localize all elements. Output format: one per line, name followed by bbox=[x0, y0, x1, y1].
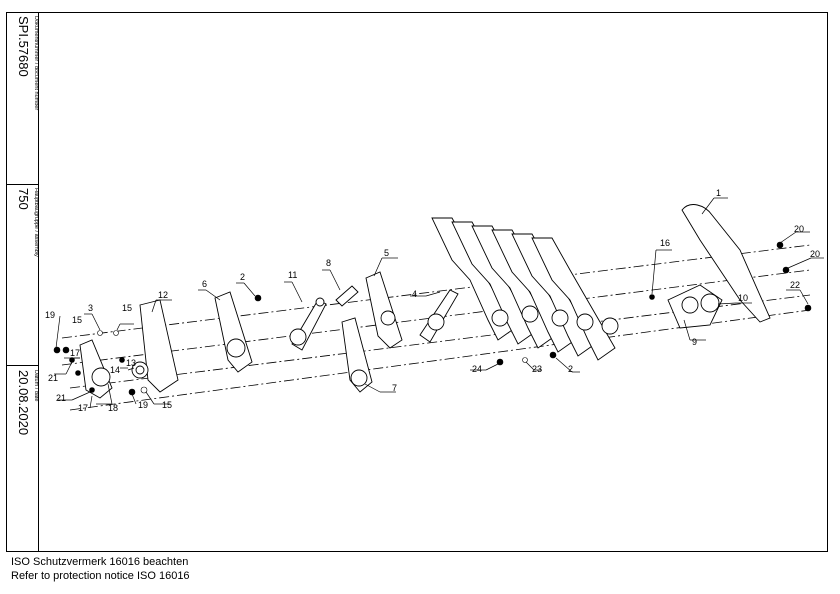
title-block-rule bbox=[38, 12, 39, 552]
part-8-link bbox=[335, 285, 359, 307]
label-9: 9 bbox=[692, 337, 697, 347]
label-10: 10 bbox=[738, 293, 748, 303]
label-8: 8 bbox=[326, 258, 331, 268]
drawing-frame bbox=[6, 12, 828, 552]
label-3: 3 bbox=[88, 303, 93, 313]
label-7: 7 bbox=[392, 383, 397, 393]
label-12: 12 bbox=[158, 290, 168, 300]
label-17b: 17 bbox=[78, 403, 88, 413]
label-14: 14 bbox=[110, 365, 120, 375]
label-23: 23 bbox=[532, 364, 542, 374]
label-17a: 17 bbox=[70, 348, 80, 358]
label-20a: 20 bbox=[794, 224, 804, 234]
title-block bbox=[6, 12, 38, 552]
label-21b: 21 bbox=[56, 393, 66, 403]
label-13: 13 bbox=[126, 358, 136, 368]
part-10-ring bbox=[700, 293, 720, 313]
label-4: 4 bbox=[412, 289, 417, 299]
part-1-pedal bbox=[681, 204, 771, 323]
label-19b: 19 bbox=[138, 400, 148, 410]
label-5: 5 bbox=[384, 248, 389, 258]
label-1: 1 bbox=[716, 188, 721, 198]
part-number-labels: 1 2 2 3 4 5 6 7 8 9 10 11 12 13 14 15 15… bbox=[45, 188, 820, 413]
label-18: 18 bbox=[108, 403, 118, 413]
part-6-plate bbox=[214, 291, 253, 373]
label-11: 11 bbox=[288, 270, 297, 280]
label-21a: 21 bbox=[48, 373, 58, 383]
label-19a: 19 bbox=[45, 310, 55, 320]
protection-notice-de: ISO Schutzvermerk 16016 beachten bbox=[11, 556, 189, 568]
stacked-pedal-plates bbox=[431, 217, 619, 361]
label-16: 16 bbox=[660, 238, 670, 248]
label-2b: 2 bbox=[568, 364, 573, 374]
part-14-bore bbox=[91, 367, 111, 387]
label-24: 24 bbox=[472, 364, 482, 374]
leader-lines bbox=[54, 197, 824, 409]
part-6-bore bbox=[226, 338, 246, 358]
part-plates bbox=[79, 204, 771, 399]
label-15a: 15 bbox=[122, 303, 132, 313]
fasteners bbox=[53, 241, 812, 396]
label-2a: 2 bbox=[240, 272, 245, 282]
label-15c: 15 bbox=[162, 400, 172, 410]
label-20b: 20 bbox=[810, 249, 820, 259]
label-15b: 15 bbox=[72, 315, 82, 325]
protection-notice-en: Refer to protection notice ISO 16016 bbox=[11, 570, 190, 582]
protection-notice: ISO Schutzvermerk 16016 beachten Refer t… bbox=[11, 555, 190, 583]
part-5-plate bbox=[365, 271, 403, 349]
label-22: 22 bbox=[790, 280, 800, 290]
label-6: 6 bbox=[202, 279, 207, 289]
